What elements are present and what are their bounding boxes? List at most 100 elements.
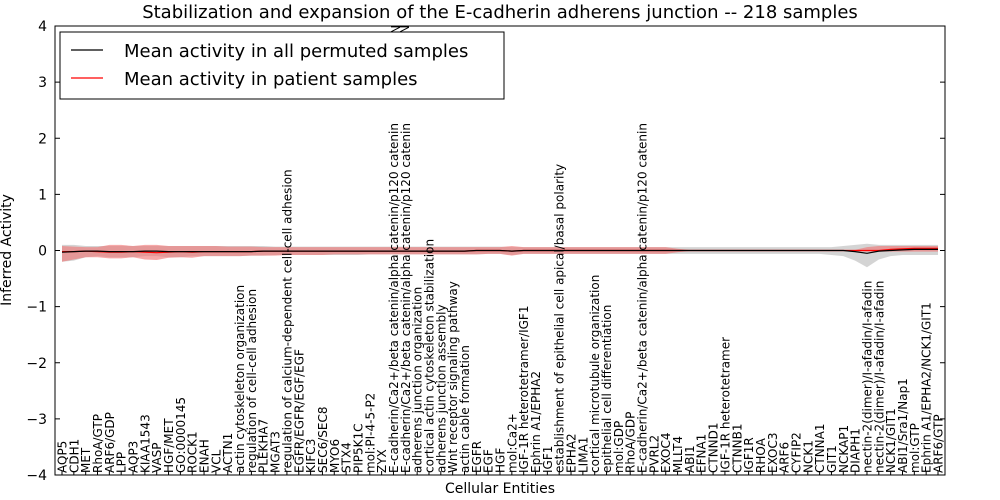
x-tick-label: STX4 (340, 442, 354, 473)
y-axis-label: Inferred Activity (0, 194, 15, 306)
x-tick-label: nectin-2(dimer)/I-afadin/I-afadin (872, 281, 886, 473)
x-tick-label: NCKAP1 (837, 425, 851, 473)
x-tick-label: PIP5K1C (351, 423, 365, 473)
x-tick-label: mol:GTP (908, 423, 922, 473)
x-tick-label: IGF-1R heterotetramer (718, 337, 732, 473)
y-tick-label: 3 (38, 75, 47, 91)
x-tick-label: ROCK1 (186, 431, 200, 473)
x-tick-label: Wnt receptor signaling pathway (446, 281, 460, 473)
x-tick-label: KIFC3 (304, 439, 318, 473)
x-tick-label: Ephrin A1/EPHA2 (529, 371, 543, 473)
x-tick-label: E-cadherin/Ca2+/beta catenin/alpha caten… (387, 123, 401, 473)
x-tick-label: ABI1 (683, 445, 697, 473)
x-tick-label: GO:0000145 (174, 397, 188, 473)
x-tick-label: actin cable formation (458, 345, 472, 473)
x-tick-label: nectin-2(dimer)/I-afadin/I-afadin (861, 281, 875, 473)
x-tick-label: cortical microtubule organization (588, 275, 602, 473)
x-tick-label: LPP (115, 452, 129, 473)
x-tick-label: epithelial cell differentiation (600, 305, 614, 473)
y-tick-label: 4 (38, 19, 47, 35)
x-tick-label: E-cadherin/Ca2+/beta catenin/alpha caten… (636, 123, 650, 473)
x-tick-label: HGF (494, 448, 508, 473)
x-tick-label: EGFR (470, 441, 484, 473)
top-overflow-label: N (398, 25, 412, 34)
x-tick-label: VCL (209, 449, 223, 473)
y-tick-label: 1 (38, 187, 47, 203)
x-tick-label: ARF6 (778, 442, 792, 473)
x-tick-label: VASP (150, 442, 164, 473)
y-tick-label: 2 (38, 131, 47, 147)
legend: Mean activity in all permuted samples Me… (59, 31, 505, 100)
top-overflow-labels: NN (389, 25, 412, 34)
y-tick-label: 0 (38, 244, 47, 260)
x-tick-label: establishment of epithelial cell apical/… (553, 164, 567, 473)
x-tick-label: CYFIP2 (789, 432, 803, 473)
x-axis-ticks: AQP5CDH1METRhoA/GTPARF6/GDPLPPAQP3KIAA15… (56, 123, 946, 475)
x-tick-label: EFNA1 (695, 434, 709, 473)
x-tick-label: mol:Ca2+ (505, 413, 519, 473)
x-tick-label: KIAA1543 (138, 414, 152, 473)
x-tick-label: mol:GDP (612, 421, 626, 473)
x-tick-label: ZYX (375, 449, 389, 473)
x-tick-label: E-cadherin/Ca2+/beta catenin/alpha caten… (399, 123, 413, 473)
x-tick-label: PVRL2 (647, 435, 661, 473)
x-tick-label: GIT1 (825, 445, 839, 473)
x-tick-label: ENAH (198, 439, 212, 473)
x-tick-label: LIMA1 (576, 437, 590, 473)
x-tick-label: ABI1/Sra1/Nap1 (896, 378, 910, 473)
x-tick-label: CTNND1 (707, 422, 721, 473)
x-tick-label: NCK1/GIT1 (884, 408, 898, 473)
x-tick-label: Ephrin A1/EPHA2/NCK1/GIT1 (920, 302, 934, 473)
legend-box (59, 31, 505, 100)
x-tick-label: HGF/MET (162, 418, 176, 473)
y-tick-label: −1 (26, 300, 47, 316)
x-axis-label: Cellular Entities (445, 481, 555, 497)
confidence-band-1 (62, 244, 938, 262)
x-tick-label: IGF1R (742, 437, 756, 473)
x-tick-label: ACTN1 (221, 433, 235, 473)
x-tick-label: ARF6/GDP (103, 412, 117, 473)
x-tick-label: RhoA/GTP (91, 414, 105, 473)
y-tick-label: −3 (26, 412, 47, 428)
x-tick-label: AQP3 (127, 441, 141, 473)
top-overflow-label: N (389, 25, 403, 34)
x-tick-label: mol:PI-4-5-P2 (363, 393, 377, 473)
y-tick-label: −4 (26, 468, 47, 484)
x-tick-label: EGFR/EGFR/EGF/EGF (292, 349, 306, 473)
series-lines (61, 247, 938, 254)
x-tick-label: NCK1 (801, 440, 815, 473)
x-tick-label: IGF-1R heterotetramer/IGF1 (517, 306, 531, 473)
x-tick-label: RHOA (754, 437, 768, 473)
x-tick-label: regulation of calcium-dependent cell-cel… (280, 169, 294, 473)
legend-entry-patient: Mean activity in patient samples (124, 69, 418, 90)
x-tick-label: RhoA/GDP (624, 412, 638, 473)
y-axis-ticks: −4 −3 −2 −1 0 1 2 3 4 (26, 19, 945, 484)
x-tick-label: EXOC3 (766, 433, 780, 474)
x-tick-label: MGAT3 (269, 431, 283, 473)
x-tick-label: EPHA2 (565, 433, 579, 473)
y-tick-label: −2 (26, 356, 47, 372)
x-tick-label: CTNNB1 (730, 423, 744, 473)
x-tick-label: regulation of cell-cell adhesion (245, 289, 259, 473)
x-tick-label: EGF (482, 449, 496, 473)
x-tick-label: MYO6 (328, 439, 342, 473)
x-tick-label: IGF1 (541, 446, 555, 473)
x-tick-label: CDH1 (67, 439, 81, 473)
legend-entry-permuted: Mean activity in all permuted samples (124, 41, 468, 62)
x-tick-label: PLEKHA7 (257, 419, 271, 473)
x-tick-label: adherens junction organization (411, 287, 425, 473)
chart-title: Stabilization and expansion of the E-cad… (142, 2, 858, 23)
series-line-0 (61, 248, 938, 254)
x-tick-label: cortical actin cytoskeleton stabilizatio… (423, 239, 437, 473)
x-tick-label: SEC6/SEC8 (316, 407, 330, 473)
x-tick-label: CTNNA1 (813, 423, 827, 473)
confidence-bands (62, 243, 938, 268)
x-tick-label: EXOC4 (659, 433, 673, 474)
x-tick-label: DIAPH1 (849, 428, 863, 473)
x-tick-label: AQP5 (56, 441, 70, 473)
x-tick-label: MLLT4 (671, 436, 685, 473)
x-tick-label: ARF6/GTP (932, 414, 946, 473)
x-tick-label: adherens junction assembly (434, 304, 448, 473)
x-tick-label: actin cytoskeleton organization (233, 285, 247, 473)
